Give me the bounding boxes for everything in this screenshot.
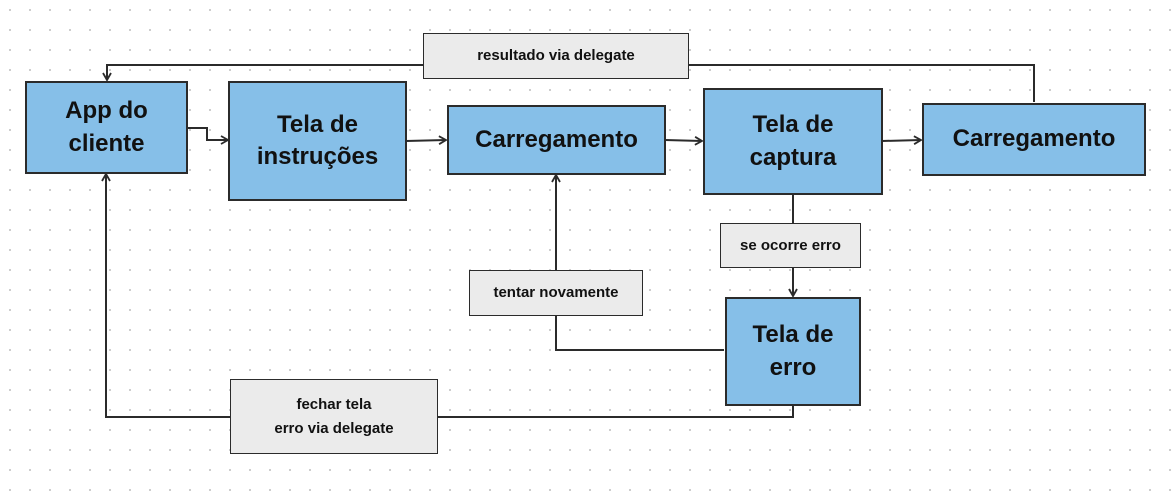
edge-tentar-novamente	[551, 173, 724, 351]
node-carregamento-1: Carregamento	[447, 105, 666, 175]
node-tela-de-erro: Tela de erro	[725, 297, 861, 406]
edge-captura-to-carregamento2	[881, 135, 923, 145]
label-se-ocorre-erro: se ocorre erro	[720, 223, 861, 268]
label-resultado-via-delegate: resultado via delegate	[423, 33, 689, 79]
edge-app-to-instrucoes	[187, 127, 230, 145]
node-tela-de-captura: Tela de captura	[703, 88, 883, 195]
node-app-do-cliente: App do cliente	[25, 81, 188, 174]
node-carregamento-2: Carregamento	[922, 103, 1146, 176]
label-tentar-novamente: tentar novamente	[469, 270, 643, 316]
edge-instrucoes-to-carregamento	[405, 135, 448, 145]
node-tela-de-instrucoes: Tela de instruções	[228, 81, 407, 201]
label-fechar-tela-erro: fechar tela erro via delegate	[230, 379, 438, 454]
edge-fechar-tela	[101, 172, 794, 418]
edge-carregamento-to-captura	[664, 136, 704, 146]
